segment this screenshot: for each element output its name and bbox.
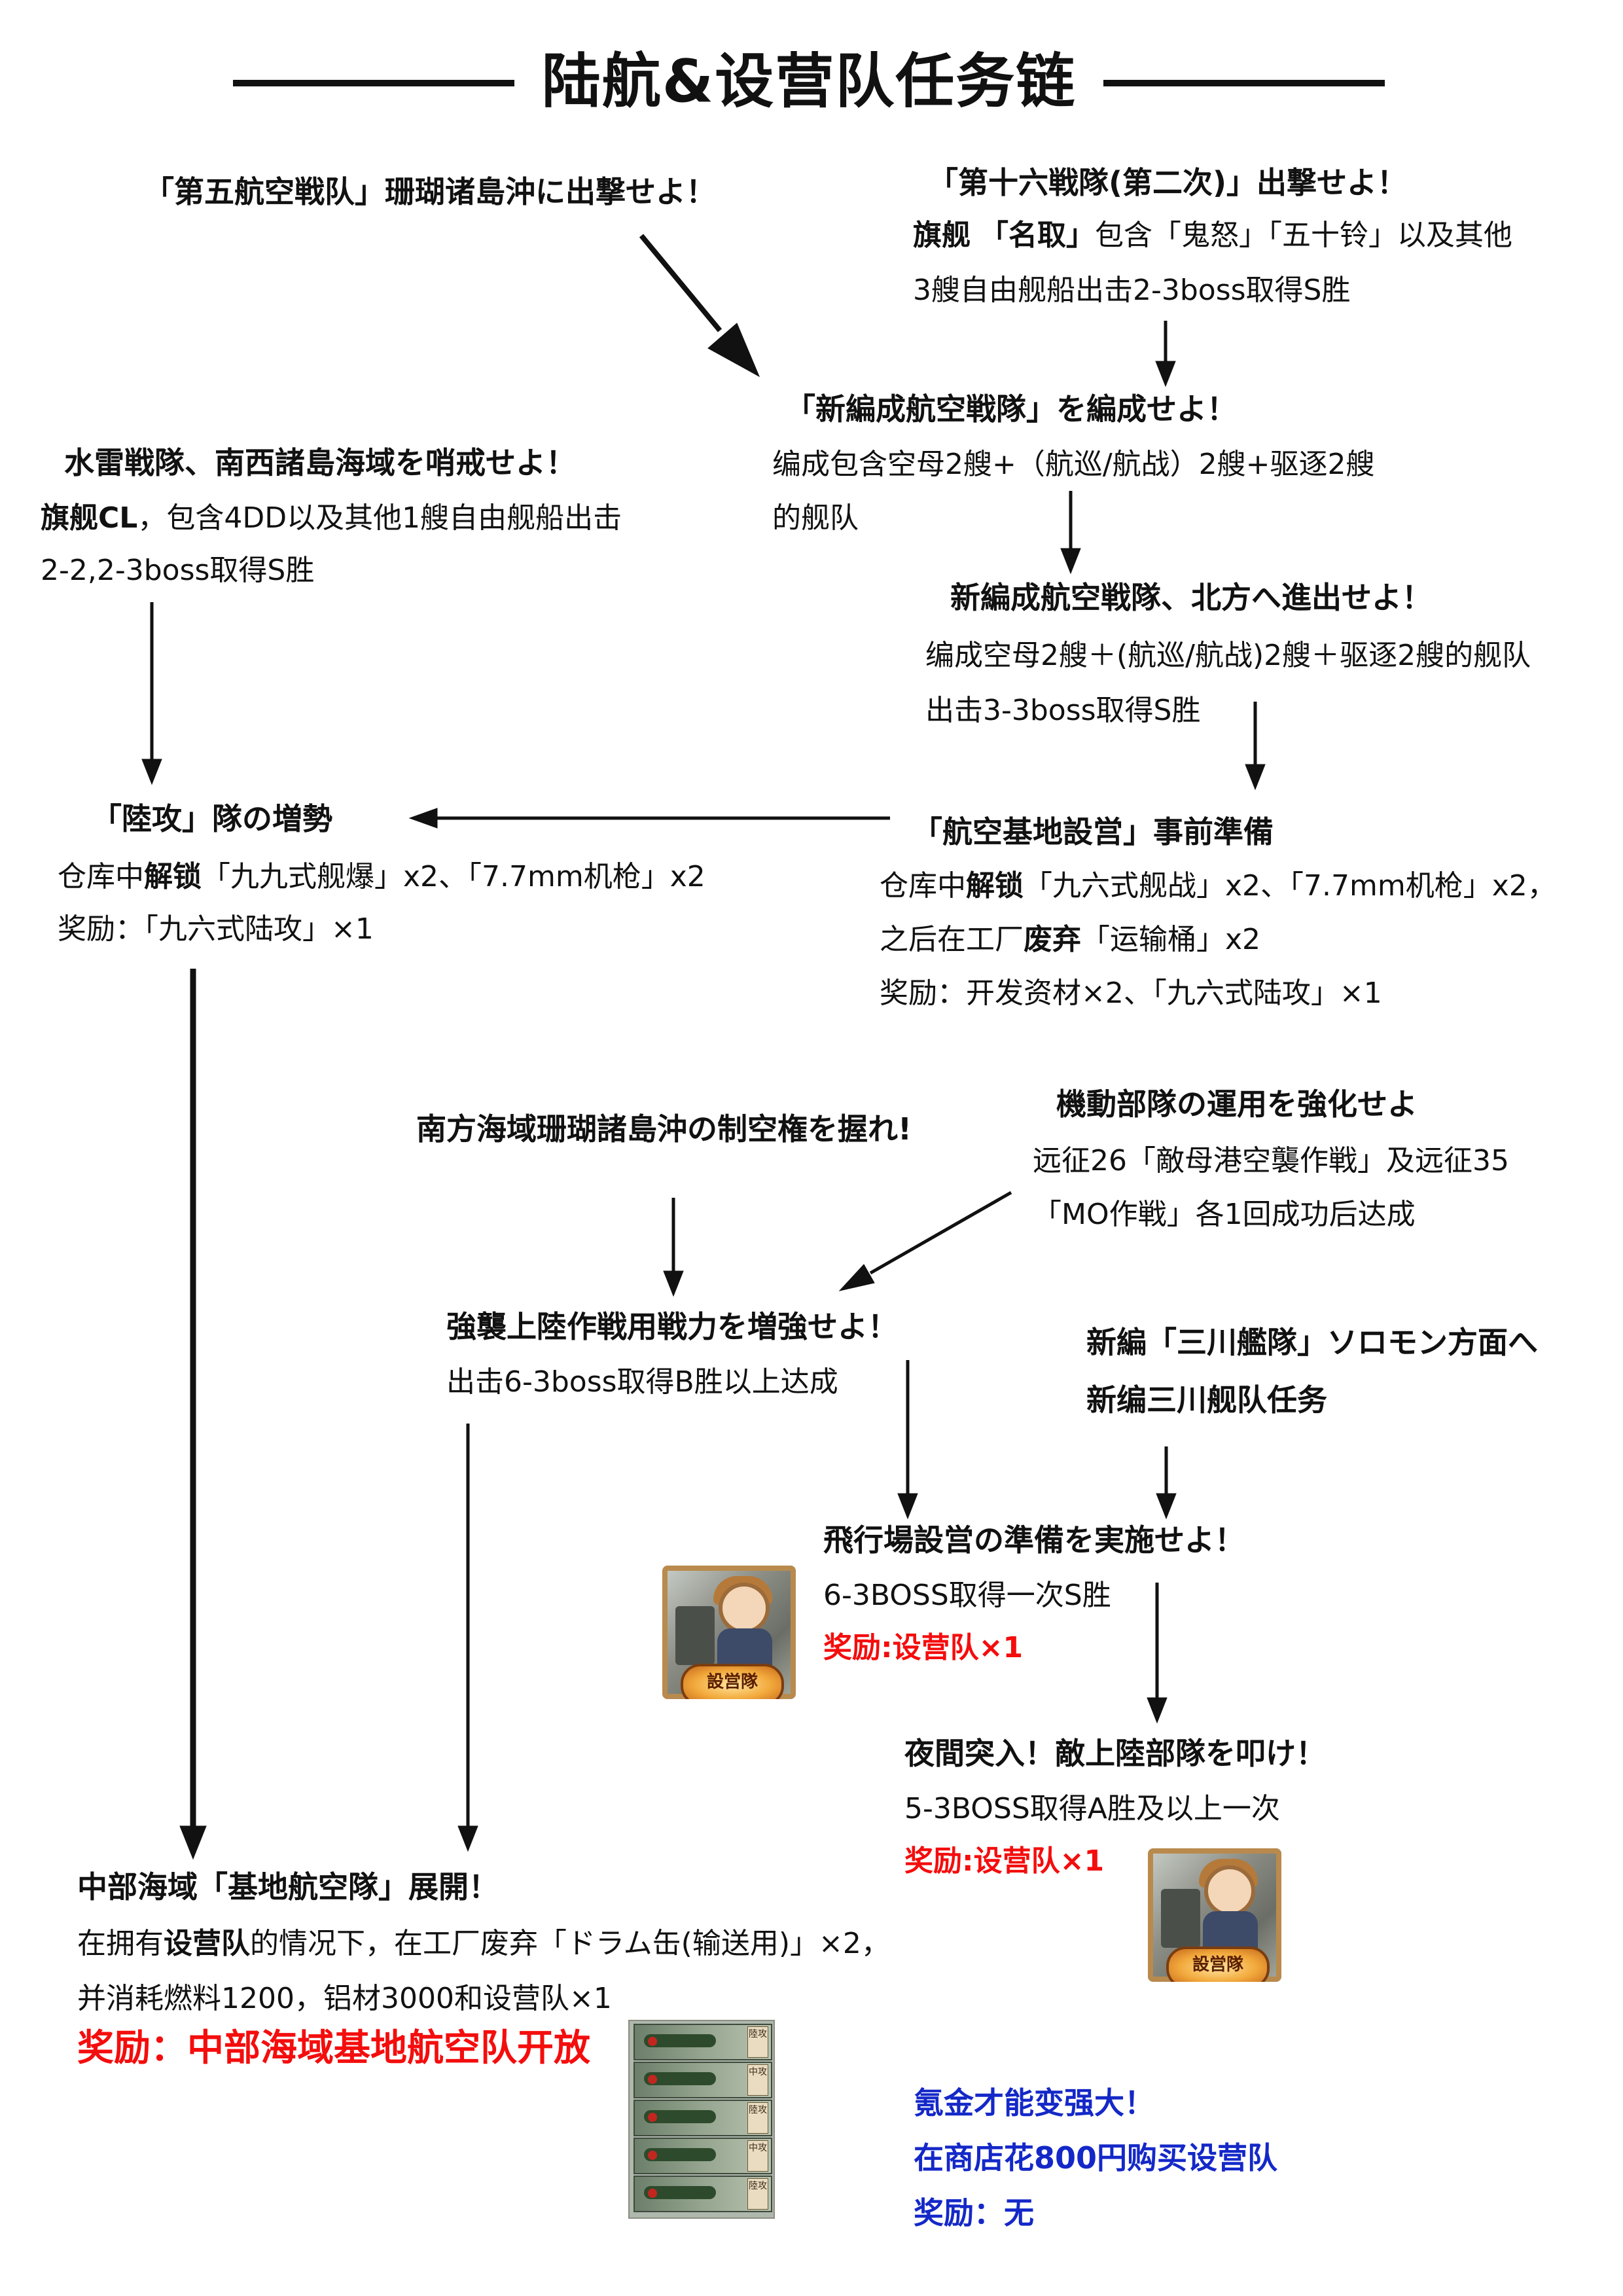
quest-rikko-line1-a: 仓库中	[58, 860, 144, 893]
arrowhead-sixteenth-to-new	[1155, 361, 1176, 387]
card-equipment-art	[1161, 1889, 1200, 1948]
quest-sixteenth-line1-rest: 包含「鬼怒」「五十铃」以及其他	[1095, 219, 1512, 252]
squad-row: 陸攻	[633, 2024, 772, 2060]
arrowhead-rikko-to-central	[179, 1825, 207, 1860]
setsueitai-card-image: 設営隊	[662, 1566, 796, 1699]
shop-note-line2: 在商店花800円购买设营队	[914, 2140, 1278, 2176]
quest-north-line2: 出击3-3boss取得S胜	[925, 694, 1201, 727]
arrowhead-airsup-to-landing	[663, 1270, 684, 1297]
quest-landing-title: 強襲上陸作戦用戦力を増強せよ！	[446, 1309, 898, 1344]
quest-kido-line1: 远征26「敵母港空襲作戦」及远征35	[1033, 1144, 1509, 1177]
title-row: 陆航&设营队任务链	[233, 39, 1385, 124]
quest-fifth-air-title: 「第五航空戦队」珊瑚诸島沖に出撃せよ！	[144, 174, 716, 209]
arrow-fifth-to-new	[639, 234, 722, 332]
quest-sixteenth-flagship-name: 「名取」	[980, 219, 1095, 252]
squad-row: 陸攻	[633, 2100, 772, 2136]
setsueitai-badge: 設営隊	[681, 1664, 784, 1699]
squad-row: 中攻	[633, 2138, 772, 2174]
quest-sixteenth-title: 「第十六戦隊(第二次)」出撃せよ！	[928, 165, 1408, 200]
quest-baseprep-line2-a: 之后在工厂	[880, 923, 1024, 956]
quest-night-title: 夜間突入！敵上陸部隊を叩け！	[904, 1736, 1326, 1771]
quest-north-line1: 编成空母2艘＋(航巡/航战)2艘＋驱逐2艘的舰队	[925, 639, 1531, 672]
quest-central-reward: 奖励：中部海域基地航空队开放	[77, 2027, 590, 2070]
arrowhead-landing-to-airfield	[897, 1493, 918, 1520]
quest-baseprep-line2: 之后在工厂废弃「运输桶」x2	[880, 918, 1260, 962]
quest-rikko-title: 「陸攻」隊の増勢	[92, 801, 332, 836]
quest-airfield-title: 飛行場設営の準備を実施せよ！	[823, 1522, 1245, 1558]
quest-central-line1-rest: 的情况下，在工厂废弃「ドラム缶(输送用)」×2，	[250, 1927, 890, 1960]
arrowhead-landing-to-central	[457, 1825, 478, 1852]
quest-kido-line2: 「MO作戦」各1回成功后达成	[1033, 1198, 1416, 1231]
arrowhead-airfield-to-night	[1147, 1697, 1168, 1724]
quest-night-line1: 5-3BOSS取得A胜及以上一次	[904, 1792, 1280, 1825]
quest-new-air-title: 「新編成航空戦隊」を編成せよ！	[785, 391, 1237, 427]
squad-row: 陸攻	[633, 2176, 772, 2212]
quest-kido-title: 機動部隊の運用を強化せよ	[1056, 1086, 1418, 1122]
quest-baseprep-line1: 仓库中解锁「九六式舰战」x2、「7.7mm机枪」x2，	[880, 864, 1556, 908]
quest-sixteenth-line1: 旗舰 「名取」包含「鬼怒」「五十铃」以及其他	[913, 213, 1512, 258]
squad-tag: 中攻	[747, 2064, 768, 2096]
squad-tag: 陸攻	[747, 2026, 768, 2058]
quest-landing-line1: 出击6-3boss取得B胜以上达成	[446, 1365, 838, 1399]
shop-note-line1: 氪金才能变强大！	[914, 2085, 1154, 2121]
quest-baseprep-unlock: 解锁	[966, 869, 1024, 903]
setsueitai-card-image: 設営隊	[1148, 1848, 1281, 1982]
arrowhead-torpedo-to-rikko	[141, 759, 162, 785]
arrowhead-north-to-baseprep	[1245, 764, 1266, 791]
quest-central-title: 中部海域「基地航空隊」展開！	[77, 1869, 499, 1905]
squad-tag: 中攻	[747, 2140, 768, 2172]
arrowhead-mikawa-to-airfield	[1156, 1493, 1177, 1520]
base-air-squadron-image: 陸攻 中攻 陸攻 中攻 陸攻	[628, 2020, 775, 2219]
quest-torpedo-line1: 旗舰CL，包含4DD以及其他1艘自由舰船出击	[41, 496, 622, 541]
quest-rikko-line1-rest: 「九九式舰爆」x2、「7.7mm机枪」x2	[202, 860, 705, 893]
quest-north-title: 新編成航空戦隊、北方へ進出せよ！	[950, 580, 1432, 615]
shop-note-reward: 奖励：无	[914, 2195, 1034, 2231]
quest-rikko-unlock: 解锁	[144, 860, 202, 893]
card-equipment-art	[675, 1606, 715, 1665]
quest-baseprep-line1-a: 仓库中	[880, 869, 966, 903]
quest-night-reward: 奖励:设营队×1	[904, 1844, 1105, 1878]
quest-rikko-line1: 仓库中解锁「九九式舰爆」x2、「7.7mm机枪」x2	[58, 855, 705, 899]
quest-baseprep-scrap: 废弃	[1024, 923, 1081, 956]
quest-rikko-reward: 奖励：「九六式陆攻」×1	[58, 912, 374, 946]
quest-torpedo-flagship: 旗舰CL	[41, 501, 138, 535]
arrowhead-fifth-to-new	[707, 323, 760, 378]
quest-sixteenth-flagship-label: 旗舰	[913, 219, 971, 252]
setsueitai-badge: 設営隊	[1166, 1946, 1270, 1982]
quest-airfield-reward: 奖励:设营队×1	[823, 1631, 1024, 1664]
quest-central-line1: 在拥有设营队的情况下，在工厂废弃「ドラム缶(输送用)」×2，	[77, 1922, 890, 1966]
arrowhead-kido-to-landing	[838, 1264, 875, 1291]
quest-baseprep-line1-rest: 「九六式舰战」x2、「7.7mm机枪」x2，	[1024, 869, 1556, 903]
quest-central-line2: 并消耗燃料1200，铝材3000和设营队×1	[77, 1982, 612, 2015]
quest-baseprep-title: 「航空基地設営」事前準備	[912, 814, 1274, 850]
quest-baseprep-line2-rest: 「运输桶」x2	[1081, 923, 1261, 956]
quest-new-air-line1: 编成包含空母2艘+（航巡/航战）2艘+驱逐2艘	[772, 448, 1375, 481]
arrowhead-new-to-north	[1060, 548, 1081, 575]
quest-airfield-line1: 6-3BOSS取得一次S胜	[823, 1579, 1111, 1612]
quest-torpedo-line2: 2-2,2-3boss取得S胜	[41, 554, 315, 587]
squad-tag: 陸攻	[747, 2178, 768, 2210]
page-title: 陆航&设营队任务链	[541, 47, 1077, 116]
quest-central-line1-a: 在拥有	[77, 1927, 164, 1960]
quest-new-air-line2: 的舰队	[772, 501, 859, 535]
quest-torpedo-title: 水雷戦隊、南西諸島海域を哨戒せよ！	[64, 445, 576, 480]
arrowhead-baseprep-to-rikko	[408, 808, 438, 829]
quest-airsup-title: 南方海域珊瑚諸島沖の制空権を握れ!	[416, 1111, 912, 1147]
title-rule-left	[233, 80, 514, 86]
arrow-kido-to-landing	[869, 1191, 1012, 1275]
quest-mikawa-title: 新編「三川艦隊」ソロモン方面へ	[1086, 1325, 1538, 1360]
quest-mikawa-subtitle: 新编三川舰队任务	[1086, 1382, 1327, 1418]
title-rule-right	[1103, 80, 1385, 86]
quest-sixteenth-line2: 3艘自由舰船出击2-3boss取得S胜	[913, 274, 1351, 307]
squad-tag: 陸攻	[747, 2102, 768, 2134]
quest-baseprep-reward: 奖励：开发资材×2、「九六式陆攻」×1	[880, 977, 1382, 1010]
quest-torpedo-line1-rest: ，包含4DD以及其他1艘自由舰船出击	[137, 501, 622, 535]
squad-row: 中攻	[633, 2062, 772, 2098]
quest-central-setsueitai: 设营队	[164, 1927, 250, 1960]
